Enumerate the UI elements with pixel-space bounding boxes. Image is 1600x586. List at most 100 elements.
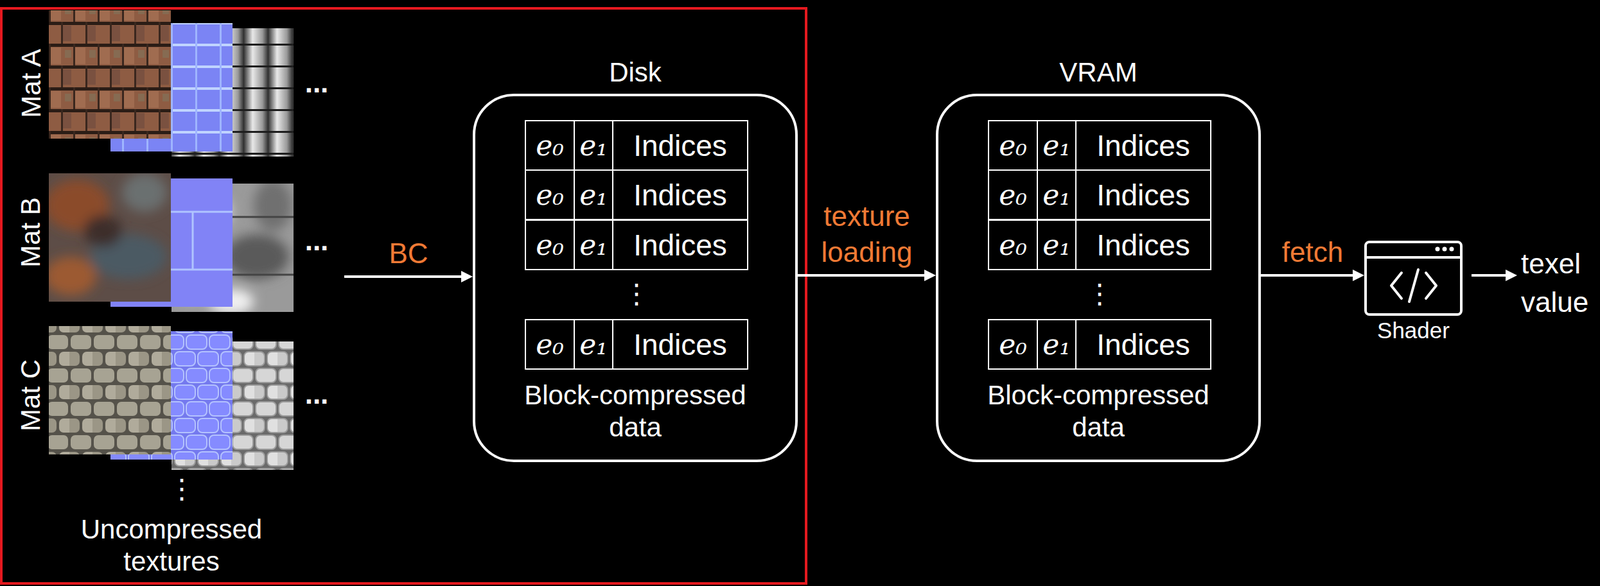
label-slot: e₁ [1036,169,1077,221]
indices-cell: Indices [1075,219,1212,271]
code-slash [1409,269,1419,302]
indices-cell: Indices [612,169,749,221]
endpoint-cell: e₁ [1036,319,1077,370]
label-slot: ⋮ [165,472,198,507]
label-slot: e₀ [987,319,1038,370]
edge-label: BC [331,235,486,272]
label-slot: e₁ [1036,319,1077,370]
box-caption: Block-compressed data [976,379,1220,444]
icon-caption: Shader [1328,317,1499,345]
texture-part [1435,247,1441,252]
endpoint-cell: e₀ [987,219,1038,271]
ellipsis-mark: ... [302,224,331,257]
label-slot: Indices [1075,219,1212,271]
label-slot: fetch [1235,234,1390,271]
label-slot: e₁ [573,120,614,171]
texture-part [1442,247,1448,252]
endpoint-cell: e₁ [1036,120,1077,171]
label-slot: e₀ [987,169,1038,221]
material-label: Mat C [15,359,47,432]
label-slot: ... [302,378,331,411]
text-slot: Disk [475,56,796,89]
output-node: texel value [1520,244,1596,322]
label-slot: e₀ [524,120,575,171]
texture-part [192,211,194,270]
texture-stack-a [48,10,294,157]
vertical-ellipsis: ⋮ [165,472,198,507]
endpoint-cell: e₁ [573,319,614,370]
material-label: Mat A [15,48,47,118]
endpoint-cell: e₁ [573,219,614,271]
label-slot: e₀ [987,120,1038,171]
endpoint-cell: e₀ [987,120,1038,171]
shader-glyph [1365,257,1462,302]
box-title: VRAM [938,56,1259,89]
label-slot: texture loading [790,198,945,271]
storage-box: VRAMBlock-compressed datae₀e₁Indicese₀e₁… [935,93,1261,463]
label-slot: ... [302,224,331,257]
text-slot: Mat C [15,359,47,432]
ellipsis-mark: ... [302,378,331,411]
shader-icon: Shader [1364,240,1463,317]
albedo-map [48,326,171,455]
box-title: Disk [475,56,796,89]
indices-cell: Indices [612,319,749,370]
label-slot: e₀ [524,219,575,271]
albedo-map [48,173,171,302]
indices-cell: Indices [1075,169,1212,221]
label-slot: Indices [612,219,749,271]
text-slot: Uncompressed textures [52,513,291,579]
material-label: Mat B [15,197,47,268]
window-dots [1435,247,1455,252]
text-slot: Block-compressed data [976,379,1220,444]
flow-arrow [344,275,467,279]
texture-part [48,256,97,296]
label-slot: ... [302,66,331,99]
texture-stack-b [44,173,294,315]
endpoint-cell: e₁ [1036,169,1077,221]
label-slot: Indices [1075,169,1212,221]
albedo-map [48,10,171,139]
label-slot: Indices [1075,319,1212,370]
label-slot: ⋮ [1083,276,1116,312]
label-slot: e₁ [1036,219,1077,271]
flow-arrow [797,274,931,277]
label-slot: e₁ [573,169,614,221]
texture-stack-c [48,326,294,471]
material-row: Mat B [12,168,335,320]
indices-cell: Indices [612,120,749,171]
texture-part [224,234,290,280]
texture-part [253,183,293,232]
storage-box: DiskBlock-compressed datae₀e₁Indicese₀e₁… [472,93,798,463]
label-slot: e₀ [987,219,1038,271]
label-slot: e₁ [1036,120,1077,171]
vertical-ellipsis: ⋮ [620,276,653,312]
label-slot: Indices [612,120,749,171]
label-slot: e₀ [524,169,575,221]
text-slot: texel value [1520,244,1596,322]
text-slot: Mat B [15,197,47,268]
flow-arrow [1471,274,1512,277]
material-row: Mat C [12,321,335,476]
edge-label: fetch [1235,234,1390,271]
label-slot: Indices [612,319,749,370]
label-slot: BC [331,235,486,272]
indices-cell: Indices [1075,120,1212,171]
text-slot: VRAM [938,56,1259,89]
label-slot: Indices [1075,120,1212,171]
flow-arrow [1260,274,1359,277]
ellipsis-mark: ... [302,66,331,99]
output-label: texel value [1520,244,1596,322]
label-slot: e₁ [573,219,614,271]
endpoint-cell: e₁ [1036,219,1077,271]
code-bracket [1391,272,1402,299]
endpoint-cell: e₀ [524,319,575,370]
group-caption: Uncompressed textures [52,513,291,579]
endpoint-cell: e₀ [987,319,1038,370]
text-slot: Mat A [15,48,47,118]
texture-part [83,215,123,248]
